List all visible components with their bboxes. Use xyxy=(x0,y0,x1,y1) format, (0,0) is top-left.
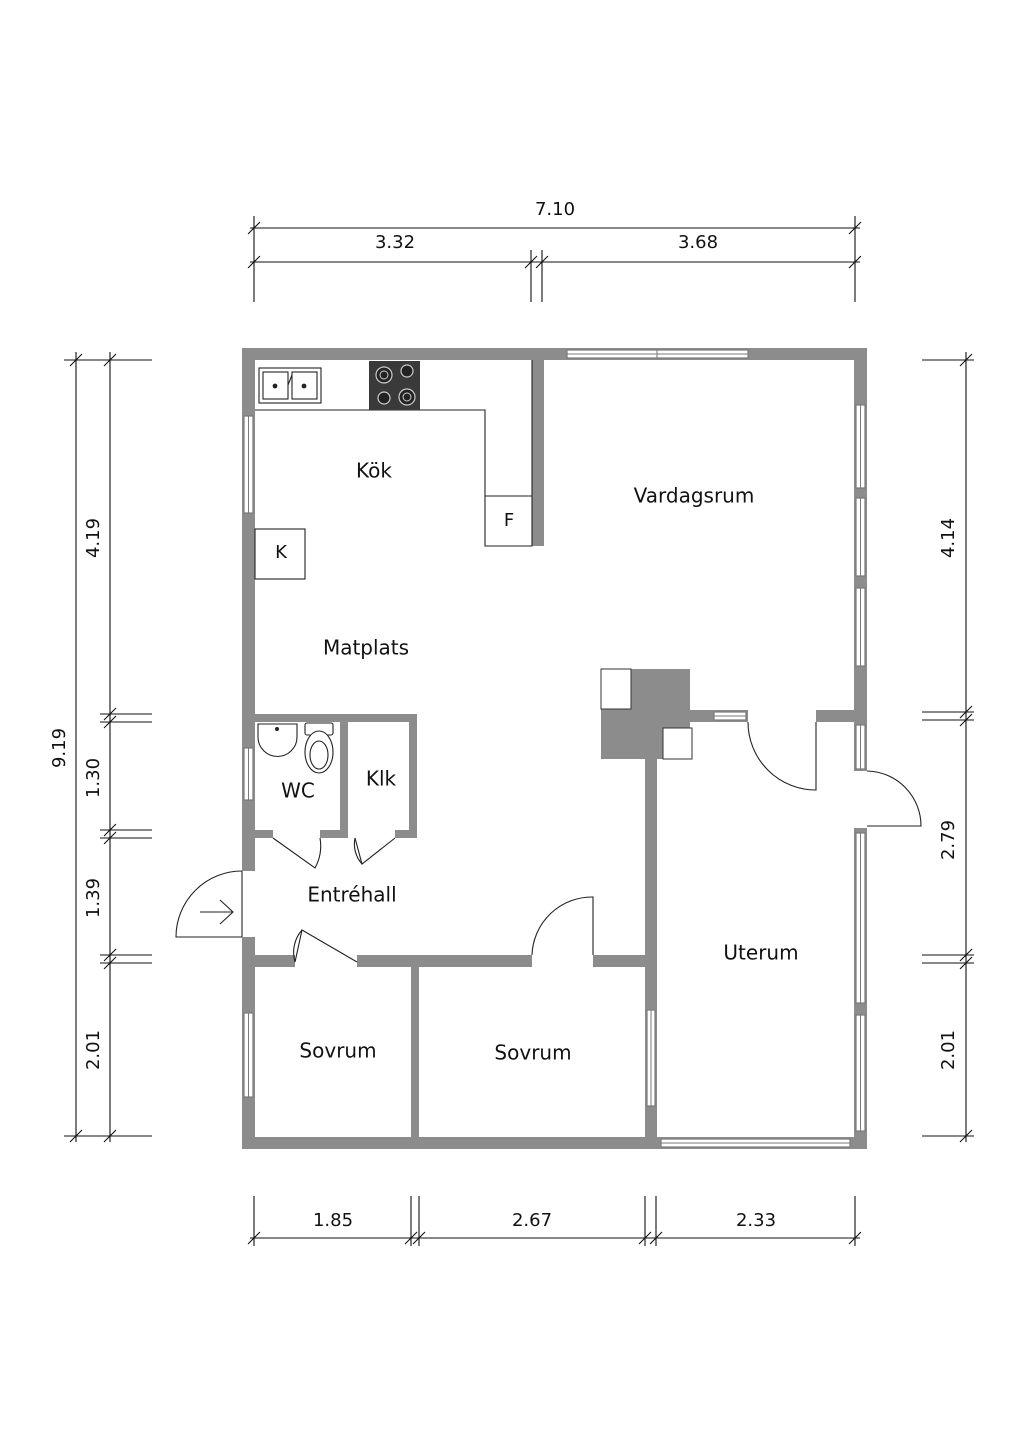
dim-right-2: 2.79 xyxy=(938,820,959,860)
dim-left-3: 1.39 xyxy=(83,878,104,918)
dim-right-1: 4.14 xyxy=(938,518,959,558)
room-klk: Klk xyxy=(366,767,397,791)
washbasin-icon xyxy=(257,723,298,757)
fridge-label: F xyxy=(504,510,514,531)
windows xyxy=(242,349,867,1148)
dim-left-2: 1.30 xyxy=(83,758,104,798)
dim-bottom-3: 2.33 xyxy=(736,1210,776,1231)
room-kok: Kök xyxy=(356,459,392,483)
dim-top-right: 3.68 xyxy=(678,232,718,253)
wc-fixtures xyxy=(257,722,334,774)
dimension-labels: 7.10 3.32 3.68 1.85 2.67 2.33 9.19 4.19 … xyxy=(49,199,959,1231)
room-sovrum-1: Sovrum xyxy=(299,1039,376,1063)
room-labels: Kök Vardagsrum Matplats WC Klk Entréhall… xyxy=(281,459,798,1065)
dim-left-4: 2.01 xyxy=(83,1030,104,1070)
dim-top-left: 3.32 xyxy=(375,232,415,253)
room-uterum: Uterum xyxy=(723,941,798,965)
toilet-icon xyxy=(304,722,334,774)
room-matplats: Matplats xyxy=(323,636,409,660)
doors xyxy=(175,721,922,963)
room-sovrum-2: Sovrum xyxy=(494,1041,571,1065)
room-entrehall: Entréhall xyxy=(307,883,396,907)
dim-bottom-1: 1.85 xyxy=(313,1210,353,1231)
dim-left-1: 4.19 xyxy=(83,518,104,558)
dim-top-total: 7.10 xyxy=(535,199,575,220)
freezer-label: K xyxy=(275,542,288,563)
entrance-arrow-icon xyxy=(200,899,234,925)
dim-left-total: 9.19 xyxy=(49,728,70,768)
dimension-lines xyxy=(64,216,974,1246)
room-vardagsrum: Vardagsrum xyxy=(634,484,755,508)
dim-right-3: 2.01 xyxy=(938,1030,959,1070)
sink-icon xyxy=(258,367,322,404)
kitchen-fixtures: F K xyxy=(254,360,533,580)
walls xyxy=(242,348,867,1149)
room-wc: WC xyxy=(281,779,315,803)
dim-bottom-2: 2.67 xyxy=(512,1210,552,1231)
stove-icon xyxy=(369,361,420,410)
